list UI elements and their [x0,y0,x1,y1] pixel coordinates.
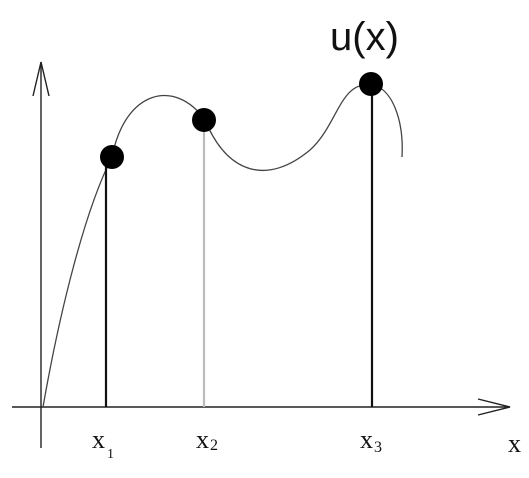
tick-label-x1: x1 [92,425,114,462]
x-axis-arrowhead [477,398,511,416]
y-axis-arrowhead [32,61,50,97]
function-label: u(x) [330,15,399,59]
sample-point-x1 [100,145,124,169]
x-axis-label: x [508,429,521,458]
tick-label-x2: x2 [196,425,218,454]
tick-label-x3: x3 [360,425,382,456]
sample-point-x3 [359,72,383,96]
sample-point-x2 [192,108,216,132]
function-curve [42,84,403,408]
